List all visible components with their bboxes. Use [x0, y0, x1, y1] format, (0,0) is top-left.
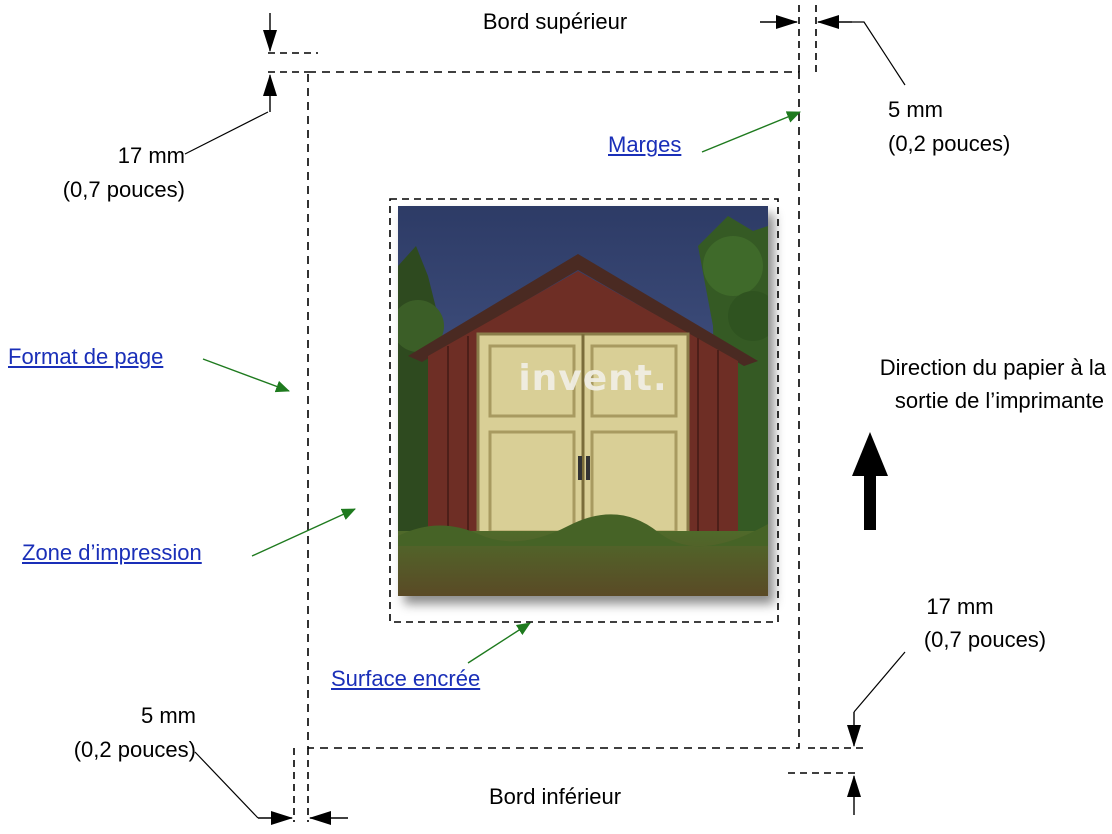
shed-photo: invent.	[398, 206, 768, 596]
print-zone-link[interactable]: Zone d’impression	[22, 539, 202, 567]
top-right-measure-mm: 5 mm	[888, 96, 943, 124]
top-left-measure-mm: 17 mm	[60, 142, 185, 170]
top-right-measure-in: (0,2 pouces)	[888, 130, 1010, 158]
door-text: invent.	[518, 358, 668, 399]
bottom-edge-label: Bord inférieur	[440, 783, 670, 811]
margins-link[interactable]: Marges	[608, 131, 681, 159]
bottom-right-measure-mm: 17 mm	[880, 593, 1040, 621]
bottom-right-measure-in: (0,7 pouces)	[880, 626, 1090, 654]
bottom-left-measure-in: (0,2 pouces)	[10, 736, 196, 764]
page-format-link[interactable]: Format de page	[8, 343, 163, 371]
top-edge-label: Bord supérieur	[440, 8, 670, 36]
paper-direction-arrow	[852, 432, 888, 530]
bottom-left-measure-mm: 5 mm	[60, 702, 196, 730]
paper-direction-line1: Direction du papier à la	[820, 354, 1106, 382]
top-left-measure-in: (0,7 pouces)	[10, 176, 185, 204]
inked-surface-link[interactable]: Surface encrée	[331, 665, 480, 693]
paper-direction-line2: sortie de l’imprimante	[820, 387, 1104, 415]
shed-illustration	[398, 206, 768, 596]
